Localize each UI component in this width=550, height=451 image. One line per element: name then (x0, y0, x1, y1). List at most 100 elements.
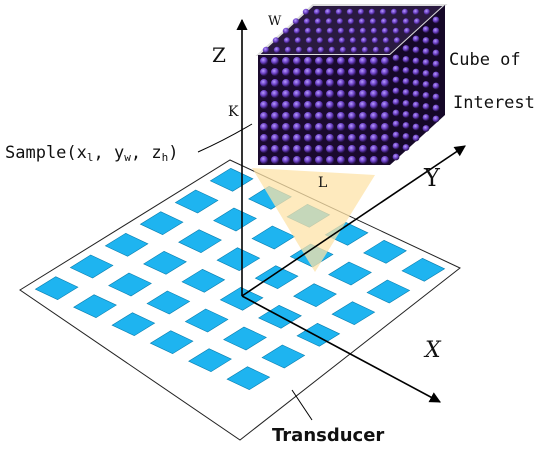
voxel (260, 79, 268, 87)
voxel (284, 46, 292, 54)
voxel (304, 123, 312, 131)
transducer-elements (34, 167, 446, 391)
voxel (315, 134, 323, 142)
sample-pointer (197, 123, 253, 153)
voxel (348, 112, 356, 120)
sample-subscript-w: w (124, 151, 131, 164)
transducer-element (108, 272, 152, 297)
voxel (403, 27, 411, 35)
voxel (348, 123, 356, 131)
voxel (432, 71, 440, 79)
voxel (338, 37, 346, 44)
voxel (282, 156, 290, 164)
voxel (326, 101, 334, 109)
voxel (293, 79, 301, 87)
voxel (432, 16, 440, 24)
voxel (412, 8, 420, 16)
voxel (402, 111, 410, 118)
voxel (271, 156, 279, 164)
voxel (348, 90, 356, 98)
transducer-element (143, 250, 187, 275)
voxel (328, 46, 336, 54)
voxel (348, 156, 356, 164)
voxel (262, 46, 270, 54)
cube-front-face (258, 55, 390, 165)
voxel (326, 79, 334, 87)
transducer-element (181, 268, 226, 293)
voxel (412, 79, 420, 87)
transducer-element (216, 247, 261, 272)
voxel (392, 120, 400, 128)
voxel (370, 79, 378, 87)
voxel (337, 90, 345, 98)
cube-of-interest (255, 4, 448, 165)
cube-height-label: K (228, 104, 239, 120)
axis-x-label: X (423, 338, 442, 363)
voxel (327, 37, 335, 44)
voxel (359, 57, 367, 65)
transducer-element (111, 312, 156, 337)
voxel (348, 27, 356, 35)
transducer-element (213, 207, 257, 232)
voxel (271, 68, 279, 76)
voxel (370, 156, 378, 164)
voxel (348, 101, 356, 109)
voxel (432, 104, 440, 112)
voxel (326, 27, 334, 35)
voxel (282, 90, 290, 98)
transducer-element (401, 257, 446, 282)
voxel (381, 57, 389, 65)
voxel (380, 18, 388, 25)
axis-z-label: Z (212, 43, 226, 67)
voxel (392, 98, 400, 106)
voxel (282, 134, 290, 142)
voxel (359, 79, 367, 87)
voxel (326, 68, 334, 76)
voxel (348, 145, 356, 153)
transducer-element (139, 211, 184, 236)
cube-title-line2: Interest (453, 93, 535, 113)
voxel (326, 145, 334, 153)
voxel (392, 153, 400, 161)
transducer-element (149, 330, 194, 355)
voxel (412, 46, 420, 54)
voxel (337, 134, 345, 142)
voxel (292, 18, 300, 25)
voxel (326, 134, 334, 142)
voxel (390, 8, 398, 16)
voxel (326, 123, 334, 131)
voxel (359, 145, 367, 153)
voxel (273, 46, 281, 54)
voxel (315, 79, 323, 87)
voxel (381, 134, 389, 142)
voxel (392, 54, 400, 62)
voxel (392, 87, 400, 95)
voxel (359, 123, 367, 131)
voxel (271, 90, 279, 98)
voxel (413, 18, 421, 25)
voxel (370, 145, 378, 153)
x-axis (241, 295, 441, 403)
voxel (393, 37, 401, 44)
voxel (315, 101, 323, 109)
voxel (348, 68, 356, 76)
voxel (282, 68, 290, 76)
voxel (337, 57, 345, 65)
voxel (271, 79, 279, 87)
voxel (315, 123, 323, 131)
voxel (372, 46, 380, 54)
voxel (359, 90, 367, 98)
voxel (402, 89, 410, 96)
voxel (304, 79, 312, 87)
transducer-label: Transducer (272, 425, 384, 446)
voxel (422, 92, 430, 99)
transducer-element (146, 290, 191, 315)
voxel (339, 46, 347, 54)
voxel (379, 8, 387, 16)
voxel (346, 8, 354, 16)
voxel (422, 59, 430, 66)
voxel (272, 37, 280, 44)
voxel (337, 27, 345, 35)
voxel (315, 27, 323, 35)
